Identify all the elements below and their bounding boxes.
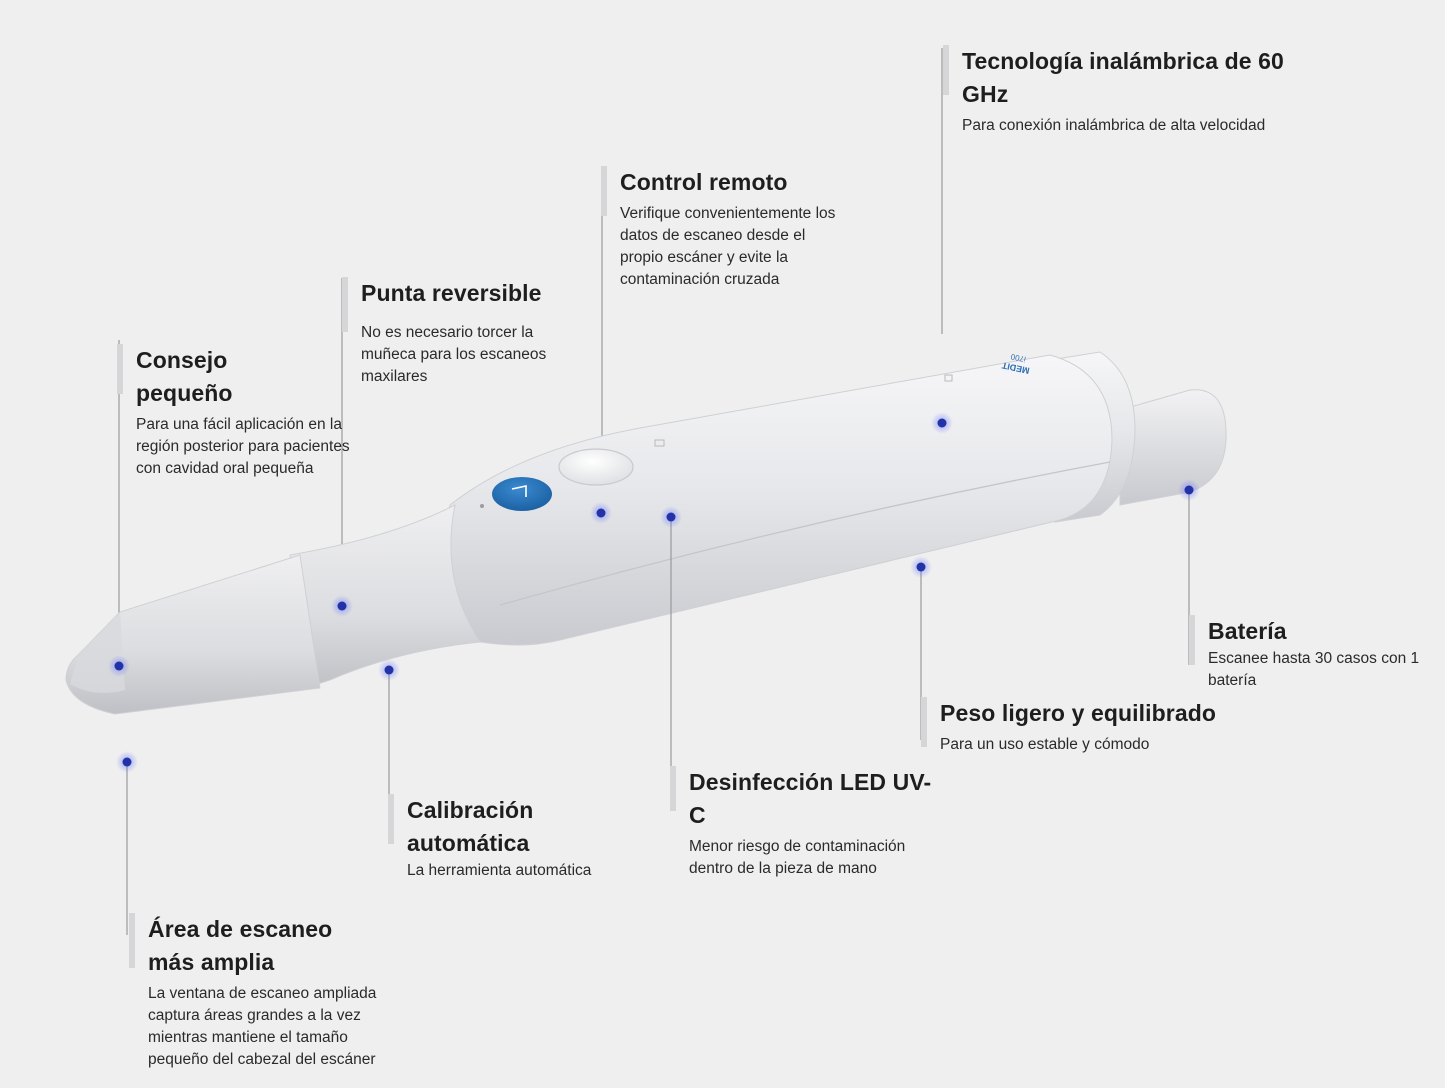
callout-description: Para una fácil aplicación en la región p…: [136, 416, 350, 477]
callout-punta-reversible: Punta reversible No es necesario torcer …: [342, 277, 567, 388]
callout-bar: [921, 697, 927, 747]
callout-bar: [601, 166, 607, 216]
battery-cap: [1119, 389, 1227, 506]
small-marking-2: [944, 374, 953, 382]
callout-title: Consejo pequeño: [136, 347, 233, 406]
callout-title: Área de escaneo más amplia: [148, 916, 333, 975]
callout-description: Para un uso estable y cómodo: [940, 736, 1150, 753]
hotspot-calibracion[interactable]: [378, 659, 400, 681]
callout-description: Escanee hasta 30 casos con 1 batería: [1208, 650, 1420, 689]
callout-desinfeccion: Desinfección LED UV-C Menor riesgo de co…: [670, 766, 940, 880]
blue-button-mark: [511, 485, 527, 497]
callout-bar: [342, 277, 348, 332]
hotspot-peso[interactable]: [910, 556, 932, 578]
callout-bar: [129, 913, 135, 968]
callout-tecnologia: Tecnología inalámbrica de 60 GHz Para co…: [943, 45, 1303, 137]
hotspot-control-remoto[interactable]: [590, 502, 612, 524]
callout-title: Punta reversible: [361, 280, 542, 306]
tip-face: [70, 612, 125, 693]
callout-description: Verifique convenientemente los datos de …: [620, 205, 836, 288]
callout-consejo-pequeno: Consejo pequeño Para una fácil aplicació…: [117, 344, 362, 480]
brand-label: MEDIT i700: [1000, 352, 1030, 376]
indicator-led: [480, 504, 484, 508]
hotspot-consejo[interactable]: [108, 655, 130, 677]
callout-peso-ligero: Peso ligero y equilibrado Para un uso es…: [921, 697, 1221, 756]
callout-bar: [943, 45, 949, 95]
callout-title: Peso ligero y equilibrado: [940, 700, 1217, 726]
callout-title: Control remoto: [620, 169, 788, 195]
callout-title: Calibración automática: [407, 797, 534, 856]
callout-bateria: Batería Escanee hasta 30 casos con 1 bat…: [1189, 615, 1429, 692]
callout-description: La herramienta automática: [407, 862, 592, 879]
callout-bar: [670, 766, 676, 811]
callout-calibracion: Calibración automática La herramienta au…: [388, 794, 618, 882]
white-button: [558, 448, 634, 486]
hotspot-area[interactable]: [116, 751, 138, 773]
callout-description: No es necesario torcer la muñeca para lo…: [361, 324, 547, 385]
body-seam: [499, 461, 1111, 606]
callout-bar: [1189, 615, 1195, 665]
blue-button: [492, 477, 552, 511]
callout-title: Batería: [1208, 618, 1287, 644]
callout-control-remoto: Control remoto Verifique convenientement…: [601, 166, 851, 291]
callout-title: Desinfección LED UV-C: [689, 769, 932, 828]
callout-bar: [117, 344, 123, 394]
hotspots: [108, 412, 1200, 773]
callout-description: La ventana de escaneo ampliada captura á…: [148, 985, 377, 1068]
callout-description: Menor riesgo de contaminación dentro de …: [689, 838, 906, 877]
hotspot-tecnologia[interactable]: [931, 412, 953, 434]
hotspot-bateria[interactable]: [1178, 479, 1200, 501]
scanner-tip: [65, 554, 321, 715]
callout-description: Para conexión inalámbrica de alta veloci…: [962, 117, 1266, 134]
callout-title: Tecnología inalámbrica de 60 GHz: [962, 48, 1284, 107]
small-marking: [654, 439, 665, 447]
brand-label-line2: i700: [1009, 352, 1026, 364]
callout-area-escaneo: Área de escaneo más amplia La ventana de…: [129, 913, 389, 1071]
hotspot-punta-reversible[interactable]: [331, 595, 353, 617]
hotspot-desinfeccion[interactable]: [660, 506, 682, 528]
callout-bar: [388, 794, 394, 844]
